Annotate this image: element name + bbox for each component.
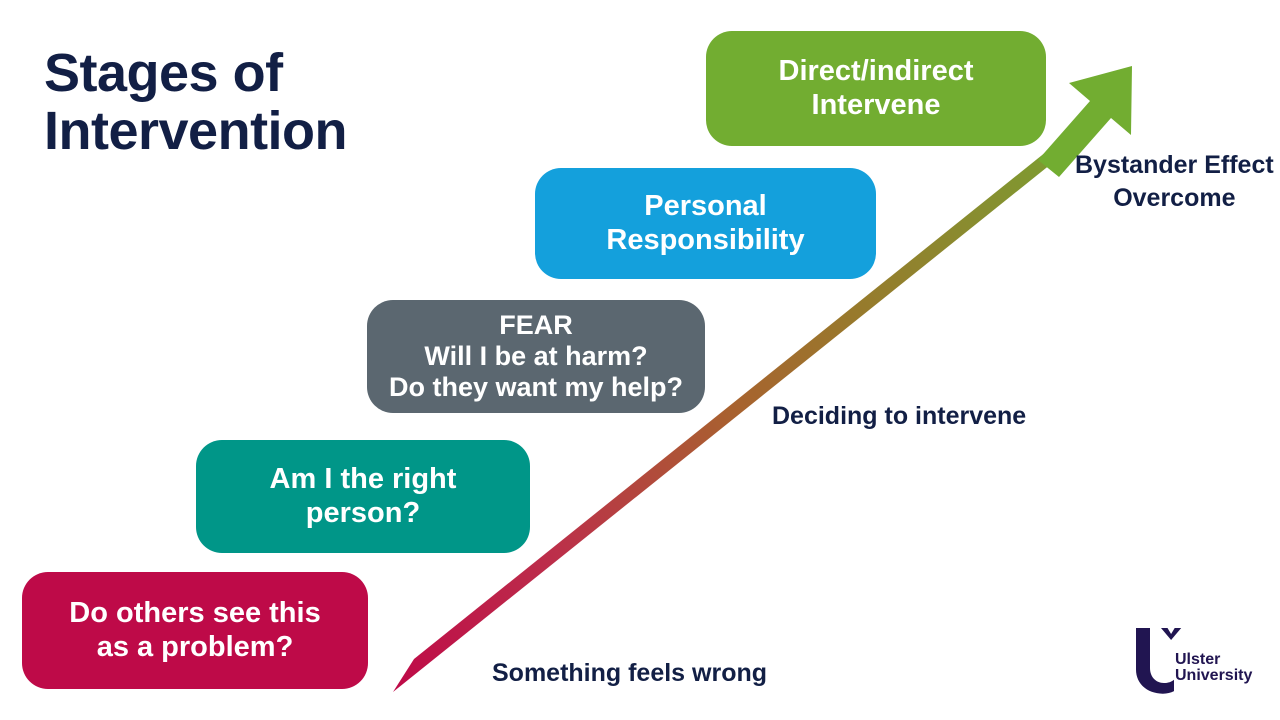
- stage-box-am-i-the-right-person[interactable]: Am I the right person?: [196, 440, 530, 553]
- arrow-shaft: [393, 127, 1077, 692]
- logo-u-mark: [1136, 628, 1174, 694]
- stage-box-do-others-see-this-as-a-problem[interactable]: Do others see this as a problem?: [22, 572, 368, 689]
- arrow-label-bystander-effect-overcome: Bystander Effect Overcome: [1075, 151, 1274, 212]
- stage-box-direct-indirect-intervene[interactable]: Direct/indirect Intervene: [706, 31, 1046, 146]
- ulster-university-logo: Ulster University: [1136, 628, 1252, 694]
- stage-box-label: Personal Responsibility: [606, 190, 805, 256]
- logo-tick-icon: [1161, 628, 1182, 640]
- stage-box-fear[interactable]: FEAR Will I be at harm? Do they want my …: [367, 300, 705, 413]
- stage-box-personal-responsibility[interactable]: Personal Responsibility: [535, 168, 876, 279]
- stage-box-label: Direct/indirect Intervene: [778, 55, 974, 121]
- logo-wordmark-line2: University: [1175, 667, 1252, 684]
- stage-box-label: Am I the right person?: [269, 463, 457, 529]
- stage-box-label: FEAR Will I be at harm? Do they want my …: [388, 310, 684, 402]
- stage-box-label: Do others see this as a problem?: [69, 597, 321, 663]
- logo-wordmark-line1: Ulster: [1175, 651, 1220, 668]
- arrow-label-deciding-to-intervene: Deciding to intervene: [772, 402, 1027, 430]
- arrow-head: [1038, 66, 1132, 177]
- page-title: Stages of Intervention: [44, 43, 348, 162]
- arrow-label-something-feels-wrong: Something feels wrong: [492, 659, 768, 687]
